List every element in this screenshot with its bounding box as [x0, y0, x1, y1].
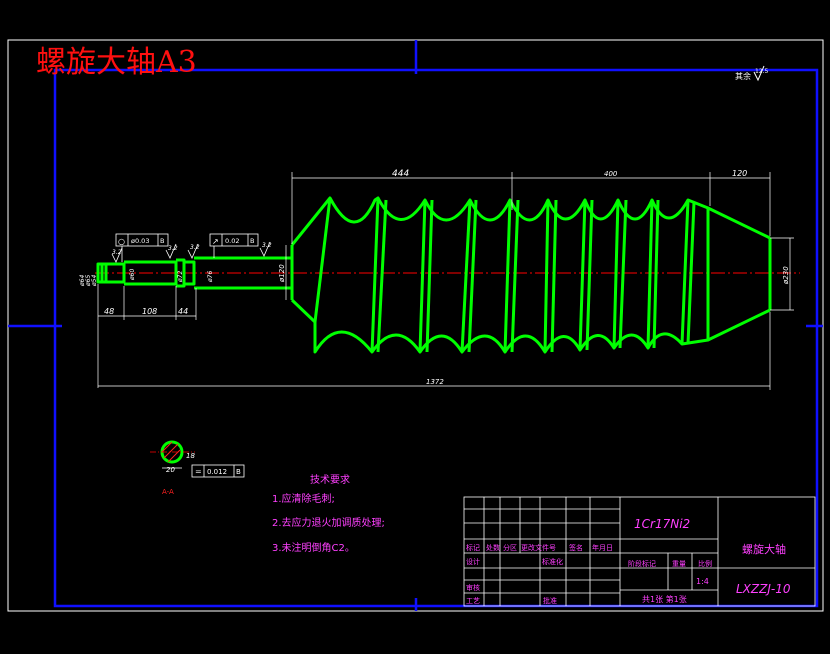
tb-review: 审核 [466, 583, 480, 592]
tol-datum-3: B [236, 468, 241, 476]
dim-dia-left-b: ø65 [85, 275, 92, 287]
dim-dia72: ø72 [177, 271, 184, 283]
dim-dia-left-a: ø64 [79, 275, 86, 287]
tb-designer: 设计 [466, 557, 480, 566]
dimension-lines [97, 172, 794, 390]
section-label: A-A [162, 488, 174, 496]
section-width-2: 18 [186, 452, 195, 460]
tb-ratio: 比例 [698, 559, 712, 568]
centering-marks [8, 40, 823, 611]
dim-dia60: ø60 [129, 269, 136, 281]
tol-symbol-1: ○ [118, 237, 125, 246]
dim-108: 108 [142, 307, 157, 316]
tol-value-2: 0.02 [225, 237, 239, 245]
inner-frame [53, 68, 819, 608]
roughness-marks [111, 241, 271, 263]
dim-44: 44 [178, 307, 188, 316]
tol-datum-2: B [250, 237, 254, 245]
tb-standard: 标准化 [542, 557, 563, 566]
section-width-1: 20 [166, 466, 175, 474]
outer-frame [7, 39, 824, 612]
ra-2: 3.2 [168, 245, 178, 252]
ra-4: 3.2 [262, 242, 272, 249]
roughness-note: 其余 [735, 71, 751, 81]
dim-120: 120 [732, 169, 747, 178]
tech-req-item-2: 2.去应力退火加调质处理; [272, 516, 385, 529]
tb-h-change: 更改文件号 [521, 543, 556, 552]
dim-dia230: ø230 [782, 266, 790, 285]
tb-part-name: 螺旋大轴 [742, 542, 786, 556]
tol-symbol-2: ↗ [212, 237, 219, 246]
dim-48: 48 [104, 307, 114, 316]
tb-approve: 批准 [543, 596, 557, 605]
section-a-a: 20 18 A-A = 0.012 B [150, 440, 245, 496]
tb-material: 1Cr17Ni2 [634, 517, 690, 531]
dim-400: 400 [604, 170, 618, 178]
roughness-note-value: 12.5 [755, 68, 769, 75]
tech-req-item-3: 3.未注明倒角C2。 [272, 541, 355, 554]
shaft-outline [96, 196, 772, 354]
tb-h-sign: 签名 [569, 543, 583, 552]
dim-dia120: ø120 [278, 264, 286, 283]
sym-parallel: = [195, 467, 202, 476]
drawing-title: 螺旋大轴A3 [36, 45, 197, 80]
tech-req-item-1: 1.应清除毛刺; [272, 492, 335, 505]
tol-value-1: ø0.03 [131, 237, 149, 245]
tolerance-frame-2 [209, 233, 259, 258]
tb-sheets: 共1张 第1张 [642, 594, 687, 604]
tb-scale: 1:4 [696, 577, 709, 586]
tb-h-count: 处数 [486, 543, 500, 552]
tol-value-3: 0.012 [207, 468, 227, 476]
tb-weight: 重量 [672, 560, 686, 568]
dim-dia76: ø76 [207, 271, 214, 283]
dim-dia-left-c: ø54 [91, 275, 98, 287]
tb-h-date: 年月日 [592, 543, 613, 552]
tol-datum-1: B [160, 237, 164, 245]
tb-drawing-number: LXZZJ-10 [736, 582, 791, 596]
tech-req-heading: 技术要求 [310, 473, 350, 486]
dim-1372: 1372 [426, 378, 444, 386]
roughness-symbol [753, 65, 765, 82]
tb-stage: 阶段标记 [628, 559, 656, 568]
ra-3: 3.2 [190, 244, 200, 251]
dim-444: 444 [392, 169, 409, 179]
tb-process: 工艺 [466, 597, 480, 605]
title-block [463, 496, 816, 607]
tb-h-mark: 标记 [466, 543, 480, 552]
tb-h-zone: 分区 [503, 543, 517, 552]
ra-1: 3.2 [112, 249, 122, 256]
